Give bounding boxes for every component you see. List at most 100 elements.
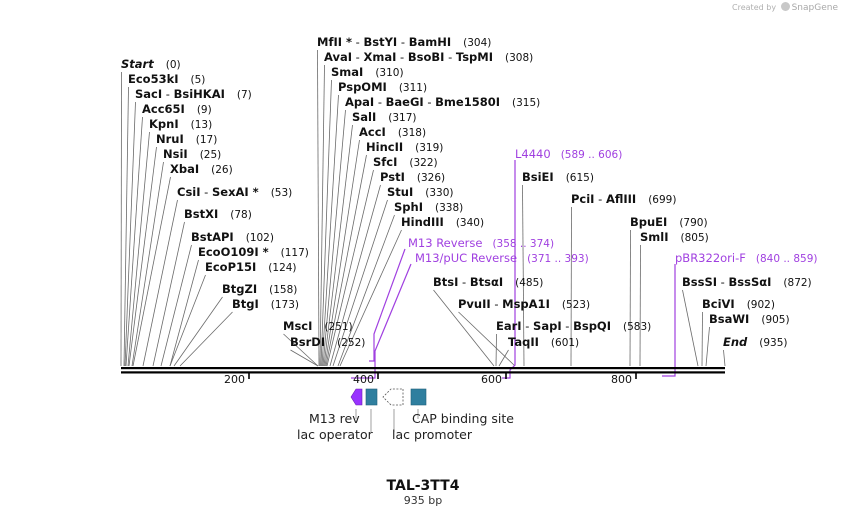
enzyme-name: SmlI <box>640 230 669 244</box>
enzyme-label-xbai[interactable]: XbaI(26) <box>170 162 233 176</box>
enzyme-label-bsawi[interactable]: BsaWI(905) <box>709 312 790 326</box>
enzyme-label-saci-bsihkai[interactable]: SacI - BsiHKAI(7) <box>135 87 252 101</box>
enzyme-label-eco53ki[interactable]: Eco53kI(5) <box>128 72 205 86</box>
separator: - <box>352 35 363 49</box>
enzyme-label-sfci[interactable]: SfcI(322) <box>373 155 438 169</box>
enzyme-label-psti[interactable]: PstI(326) <box>380 170 445 184</box>
enzyme-label-bstapi[interactable]: BstAPI(102) <box>191 230 274 244</box>
primer-range: (371 .. 393) <box>527 253 589 265</box>
site-line-end <box>723 349 726 367</box>
enzyme-label-eari-sapi-bspqi[interactable]: EarI - SapI - BspQI(583) <box>496 319 651 333</box>
enzyme-label-btgi[interactable]: BtgI(173) <box>232 297 299 311</box>
primer-name: M13 Reverse <box>408 236 482 250</box>
enzyme-label-start[interactable]: Start(0) <box>121 57 181 71</box>
backbone-top-strand <box>121 367 725 370</box>
enzyme-name: Start <box>121 57 154 71</box>
enzyme-label-btgzi[interactable]: BtgZI(158) <box>222 282 297 296</box>
enzyme-label-nrui[interactable]: NruI(17) <box>156 132 217 146</box>
enzyme-position: (615) <box>566 172 594 184</box>
enzyme-label-sphi[interactable]: SphI(338) <box>394 200 463 214</box>
primer-label-m13-reverse[interactable]: M13 Reverse (358 .. 374) <box>408 236 554 250</box>
lac-operator-box[interactable] <box>365 388 378 406</box>
site-line-hindiii <box>339 229 402 367</box>
enzyme-label-bsrdi[interactable]: BsrDI(252) <box>290 335 365 349</box>
separator: - <box>397 35 408 49</box>
enzyme-label-pspomi[interactable]: PspOMI(311) <box>338 80 427 94</box>
enzyme-name: SexAI * <box>212 185 259 199</box>
site-line-apai-baegi-bme1580i <box>322 109 346 367</box>
enzyme-label-hincii[interactable]: HincII(319) <box>366 140 443 154</box>
enzyme-label-nsii[interactable]: NsiI(25) <box>163 147 221 161</box>
site-line-hincii <box>325 154 367 367</box>
enzyme-label-end[interactable]: End(935) <box>723 335 788 349</box>
enzyme-position: (5) <box>191 74 206 86</box>
enzyme-name: PspOMI <box>338 80 387 94</box>
enzyme-label-acci[interactable]: AccI(318) <box>359 125 426 139</box>
enzyme-position: (318) <box>398 127 426 139</box>
site-line-kpni <box>127 131 150 367</box>
primer-label-m13-puc-reverse[interactable]: M13/pUC Reverse(371 .. 393) <box>415 251 589 265</box>
enzyme-name: SphI <box>394 200 423 214</box>
enzyme-name: TaqII <box>508 335 539 349</box>
enzyme-position: (790) <box>679 217 707 229</box>
enzyme-label-pcii-afliii[interactable]: PciI - AflIII(699) <box>571 192 676 206</box>
enzyme-position: (25) <box>200 149 222 161</box>
enzyme-name: BspQI <box>573 319 611 333</box>
primer-line-m13-reverse <box>369 248 406 362</box>
lac-promoter-arrow-icon[interactable] <box>382 388 404 406</box>
site-line-nsii <box>131 161 164 367</box>
enzyme-name: PstI <box>380 170 405 184</box>
enzyme-name: BamHI <box>409 35 451 49</box>
enzyme-label-bstxi[interactable]: BstXI(78) <box>184 207 252 221</box>
enzyme-label-smai[interactable]: SmaI(310) <box>331 65 404 79</box>
separator: - <box>444 50 455 64</box>
enzyme-label-bpuei[interactable]: BpuEI (790) <box>630 215 708 229</box>
enzyme-label-ecoo109i[interactable]: EcoO109I *(117) <box>198 245 309 259</box>
enzyme-label-ecop15i[interactable]: EcoP15I(124) <box>205 260 297 274</box>
enzyme-name: BtsαI <box>470 275 503 289</box>
site-line-sphi <box>337 214 395 367</box>
enzyme-label-mfii-bstyi-bamhi[interactable]: MfII * - BstYI - BamHI(304) <box>317 35 491 49</box>
backbone-bottom-strand <box>121 371 725 374</box>
enzyme-label-kpni[interactable]: KpnI(13) <box>149 117 212 131</box>
site-lines <box>120 49 726 367</box>
enzyme-position: (601) <box>551 337 579 349</box>
enzyme-label-bcivi[interactable]: BciVI(902) <box>702 297 775 311</box>
cap-binding-site-box[interactable] <box>410 388 427 406</box>
ruler-label: 400 <box>353 373 374 386</box>
enzyme-label-bsiei[interactable]: BsiEI(615) <box>522 170 594 184</box>
enzyme-label-taqii[interactable]: TaqII (601) <box>508 335 579 349</box>
site-line-start <box>120 71 122 367</box>
enzyme-label-acc65i[interactable]: Acc65I(9) <box>142 102 212 116</box>
primer-labels: L4440(589 .. 606) M13 Reverse (358 .. 374)… <box>408 147 818 265</box>
ruler-label: 600 <box>481 373 502 386</box>
enzyme-label-btsi-bts-i[interactable]: BtsI - BtsαI(485) <box>433 275 543 289</box>
enzyme-name: Bme1580I <box>435 95 500 109</box>
site-line-sfci <box>326 169 374 367</box>
m13-rev-arrow-icon[interactable] <box>350 388 363 406</box>
enzyme-name: MscI <box>283 319 312 333</box>
site-line-acci <box>324 139 360 367</box>
enzyme-label-msci[interactable]: MscI(251) <box>283 319 353 333</box>
enzyme-label-avai-xmai-bsobi-tspmi[interactable]: AvaI - XmaI - BsoBI - TspMI(308) <box>324 50 533 64</box>
enzyme-label-bsssi-bsss-i[interactable]: BssSI - BssSαI(872) <box>682 275 812 289</box>
enzyme-label-smli[interactable]: SmlI(805) <box>640 230 709 244</box>
separator: - <box>201 185 212 199</box>
enzyme-label-stui[interactable]: StuI(330) <box>387 185 453 199</box>
site-line-ecoo109i <box>169 259 199 367</box>
enzyme-label-sali[interactable]: SalI(317) <box>352 110 417 124</box>
primer-label-pbr322ori-f[interactable]: pBR322ori-F(840 .. 859) <box>675 251 818 265</box>
enzyme-position: (308) <box>505 52 533 64</box>
enzyme-label-apai-baegi-bme1580i[interactable]: ApaI - BaeGI - Bme1580I(315) <box>345 95 540 109</box>
enzyme-label-pvuii-mspa1i[interactable]: PvuII - MspA1I(523) <box>458 297 590 311</box>
enzyme-position: (583) <box>623 321 651 333</box>
primer-label-l4440[interactable]: L4440(589 .. 606) <box>515 147 622 161</box>
site-line-bsiei <box>522 184 525 367</box>
enzyme-name: MspA1I <box>502 297 550 311</box>
enzyme-name: BpuEI <box>630 215 667 229</box>
enzyme-label-csii-sexai[interactable]: CsiI - SexAI *(53) <box>177 185 292 199</box>
enzyme-position: (117) <box>281 247 309 259</box>
sequence-length: 935 bp <box>404 494 442 507</box>
enzyme-label-hindiii[interactable]: HindIII(340) <box>401 215 484 229</box>
primer-range: (358 .. 374) <box>492 238 554 250</box>
